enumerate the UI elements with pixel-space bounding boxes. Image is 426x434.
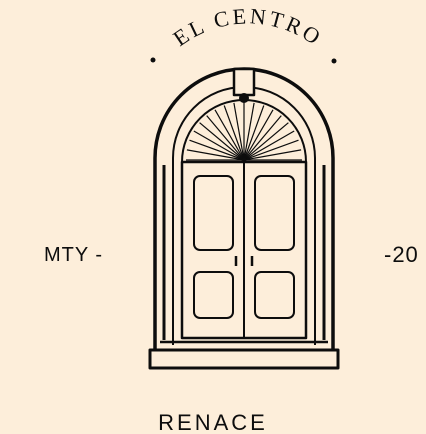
fanlight-ray (243, 109, 274, 161)
fanlight-rays (186, 102, 302, 161)
fanlight-ray (243, 139, 299, 161)
left-side-label: MTY - (44, 244, 104, 266)
fanlight-ray (243, 105, 265, 161)
fanlight-ray (199, 122, 245, 161)
arc-dot-left (150, 57, 156, 63)
fanlight-ray (243, 115, 282, 161)
fanlight-ray (189, 139, 245, 161)
fanlight-ray (223, 105, 245, 161)
keystone (232, 67, 256, 97)
fanlight-ray (243, 122, 289, 161)
fanlight-ray (214, 109, 245, 161)
fanlight-ray (243, 102, 255, 161)
panel-bottom-right (254, 271, 295, 319)
fanlight-ray (186, 149, 245, 161)
arc-title-path: EL CENTRO (169, 3, 325, 51)
fanlight-ray (243, 149, 302, 161)
arch-top-knob (239, 93, 249, 103)
fanlight-ray (243, 130, 295, 161)
step-base (148, 348, 340, 370)
arc-title: EL CENTRO (169, 3, 328, 51)
panel-bottom-left (193, 271, 234, 319)
panel-top-right (254, 175, 295, 251)
fanlight-ray (206, 115, 245, 161)
bottom-tagline: RENACE (158, 410, 268, 434)
panel-top-left (193, 175, 234, 251)
arc-dot-right (331, 58, 337, 64)
fanlight-ray (193, 130, 245, 161)
fanlight-hub (241, 157, 247, 163)
fanlight-ray (233, 102, 245, 161)
right-side-label: -20 (384, 242, 419, 267)
